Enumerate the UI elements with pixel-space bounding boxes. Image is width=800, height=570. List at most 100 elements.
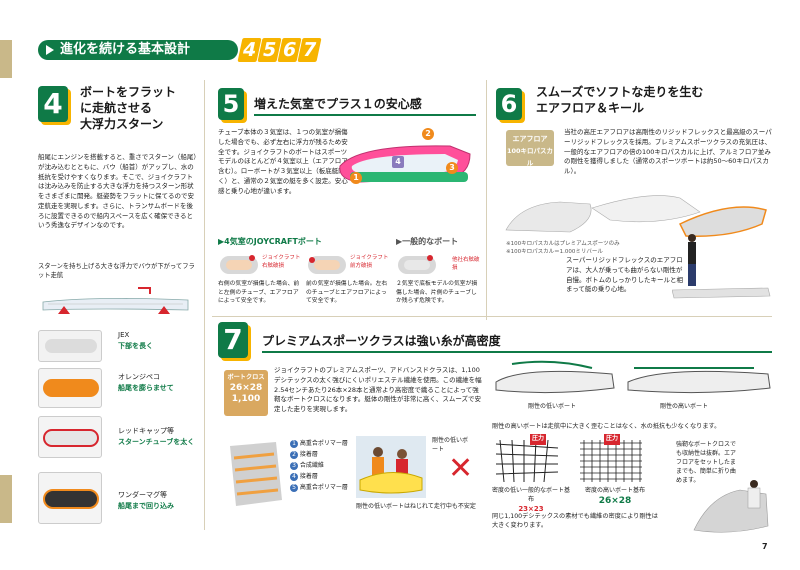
sec7-fold-text: 強靭なボートクロスでも収納性は抜群。エアフロアをセットしたままでも、簡単に折り曲… [676, 441, 737, 484]
sec7-layers: 1 高重合ポリマー層 2 接着層 3 合成繊維 4 接着層 5 高重合ポリマー層 [290, 440, 354, 493]
sec7-layer-3-label: 合成繊維 [299, 462, 324, 470]
sec7-layer-4: 4 接着層 [290, 473, 354, 482]
sec7-high-rigidity-boat [627, 367, 771, 394]
sec5-diagram-joy-side [220, 255, 258, 274]
sec5-diag-label-1: ジョイクラフト右舷破損 [262, 255, 301, 270]
sec7-low-rigidity-boat [495, 360, 615, 394]
sec6-airfloor-image [505, 195, 767, 237]
sec7-layer-4-label: 接着層 [299, 473, 318, 481]
sec7-low-rigidity-callout: 剛性の低いボート [432, 437, 469, 453]
sec7-mesh-low-label: 密度の低い一般的なボート基布 [492, 487, 571, 503]
sec7-mesh-high-diagram [580, 440, 642, 482]
sec5-chamber-4: 4 [392, 156, 404, 168]
sec7-mesh-high-label: 密度の高いボート基布 [584, 487, 645, 494]
sec5-caption-1: 右側の気室が損傷した場合、前と左側のチューブ、エアフロアによって安全です。 [218, 281, 300, 305]
sec4-title-line1: ボートをフラット [80, 85, 177, 99]
sec5-chamber-1: 1 [350, 172, 362, 184]
header-number-7: 7 [297, 38, 322, 62]
sec7-layer-5-label: 高重合ポリマー層 [299, 484, 348, 492]
sec7-fabric-layer-diagram [230, 442, 282, 506]
sec5-body: チューブ本体の３気室は、１つの気室が損傷した場合でも、必ず左右に浮力が残るため安… [218, 128, 348, 195]
sec4-title-line2: に走航させる [80, 101, 153, 115]
sec5-compare-right-title: ▶一般的なボート [396, 236, 458, 248]
sec7-layer-5: 5 高重合ポリマー層 [290, 484, 354, 493]
sec7-layer-2-label: 接着層 [299, 451, 318, 459]
sec4-item-orange-label: オレンジペコ [118, 373, 160, 381]
sec4-item-orange-note: 船尾を膨らませて [118, 383, 174, 392]
sec5-chamber-3: 3 [446, 162, 458, 174]
triangle-icon: ▶ [218, 237, 225, 246]
sec4-item-wondermug-label: ワンダーマグ等 [118, 491, 167, 499]
sec7-tag-line3: 1,100 [231, 394, 261, 404]
divider-col2 [486, 80, 487, 320]
sec4-item-wondermug-note: 船尾まで回り込み [118, 501, 174, 510]
sec6-note-2: ※100キロパスカル＝1.000ミリバール [506, 249, 603, 256]
page-number: 7 [762, 542, 768, 551]
sec4-item-redcap-note: スターンチューブを太く [118, 437, 195, 446]
layer-number-icon: 4 [290, 473, 298, 482]
sec4-item-jex-image [38, 330, 102, 362]
sec4-item-redcap-image [38, 416, 102, 458]
sec5-diagram-other [398, 255, 436, 274]
sec5-compare-left-title: ▶4気室のJOYCRAFTボート [218, 236, 322, 248]
sec4-title-line3: 大浮力スターン [80, 117, 164, 131]
sec4-item-jex-label: JEX [118, 331, 130, 339]
sec4-item-orange-image [38, 368, 102, 408]
sec7-layer-1-label: 高重合ポリマー層 [299, 440, 348, 447]
sec5-chamber-diagram [339, 145, 471, 183]
sec5-title: 増えた気室でプラス１の安心感 [254, 97, 422, 111]
sec4-item-wondermug-image [38, 472, 102, 524]
sec5-compare-right-label: 一般的なボート [402, 237, 459, 246]
sec6-note-1: ※100キロパスカルはプレミアムスポーツのみ [506, 241, 620, 247]
sec7-pressure-tag-low: 圧力 [530, 434, 547, 445]
sec7-pressure-tag-high: 圧力 [604, 434, 621, 445]
sec4-item-orange: オレンジペコ 船尾を膨らませて [118, 372, 174, 393]
sec7-tag-line1: ボートクロス [227, 374, 265, 381]
sec4-item-wondermug: ワンダーマグ等 船尾まで回り込み [118, 490, 174, 511]
sec7-tag: ボートクロス 26×28 1,100 [224, 370, 268, 416]
sec4-title: ボートをフラット に走航させる 大浮力スターン [80, 84, 200, 132]
sec4-item-redcap-label: レッドキャップ等 [118, 427, 174, 435]
sec7-low-rigidity-label: 剛性の低いボート [528, 403, 577, 410]
left-accent-bar-top [0, 40, 12, 78]
sec6-tag-line2: 100キロパスカル [506, 147, 554, 167]
layer-number-icon: 3 [290, 462, 298, 471]
header-title: 進化を続ける基本設計 [60, 42, 191, 57]
sec7-mesh-low-diagram [495, 439, 559, 483]
sec7-title-underline [262, 351, 772, 353]
cross-mark-icon: ✕ [448, 451, 474, 486]
sec7-mesh-high: 密度の高いボート基布 26×28 [570, 486, 660, 509]
divider-row [212, 316, 772, 317]
sec4-item-jex: JEX 下部を長く [118, 330, 153, 351]
sec7-layer-2: 2 接着層 [290, 451, 354, 460]
sec6-person-on-floor-image [672, 234, 771, 299]
layer-number-icon: 2 [290, 451, 298, 460]
sec5-chamber-2: 2 [422, 128, 434, 140]
sec7-rigidity-text: 剛性の高いボートは走航中に大きく歪むことはなく、水の抵抗も少なくなります。 [492, 423, 721, 430]
sec7-people-boat-photo [356, 436, 426, 498]
layer-number-icon: 1 [290, 440, 298, 448]
sec7-number-badge: 7 [218, 322, 248, 358]
sec5-compare-left-label: 4気室のJOYCRAFTボート [224, 237, 322, 246]
sec5-diag-label-2: ジョイクラフト前方破損 [350, 255, 389, 270]
sec7-layer-3: 3 合成繊維 [290, 462, 354, 471]
triangle-icon: ▶ [396, 237, 403, 246]
sec6-title: スムーズでソフトな走りを生む エアフロア＆キール [536, 84, 703, 116]
sec5-caption-2: 前の気室が損傷した場合。左右のチューブとエアフロアによって安全です。 [306, 281, 388, 305]
layer-number-icon: 5 [290, 484, 298, 493]
divider-col1 [204, 80, 205, 530]
sec6-title-line2: エアフロア＆キール [536, 101, 645, 115]
sec7-mesh-high-value: 26×28 [598, 496, 632, 506]
sec7-mesh-low-value: 23×23 [518, 505, 544, 513]
sec4-diagram-caption: スターンを持ち上げる大きな浮力でバウが下がってフラット走航 [38, 263, 195, 280]
sec7-body: ジョイクラフトのプレミアムスポーツ、アドバンスドクラスは、1,100デシテックス… [274, 366, 482, 413]
sec7-title: プレミアムスポーツクラスは強い糸が高密度 [262, 334, 501, 348]
sec5-diagram-joy-front [308, 256, 346, 274]
sec6-number-badge: 6 [496, 88, 522, 120]
sec7-mesh-low: 密度の低い一般的なボート基布 23×23 [492, 486, 570, 515]
sec7-high-rigidity-label: 剛性の高いボート [660, 403, 709, 410]
page-header: 進化を続ける基本設計 [38, 40, 238, 60]
sec4-body: 船尾にエンジンを搭載すると、重さでスターン（船尾）が沈み込むとともに、バウ（船首… [38, 153, 197, 230]
sec7-mesh-note: 同じ1,100デシテックスの素材でも繊維の密度により剛性は大きく変わります。 [492, 513, 658, 530]
sec7-layer-1: 1 高重合ポリマー層 [290, 440, 354, 448]
